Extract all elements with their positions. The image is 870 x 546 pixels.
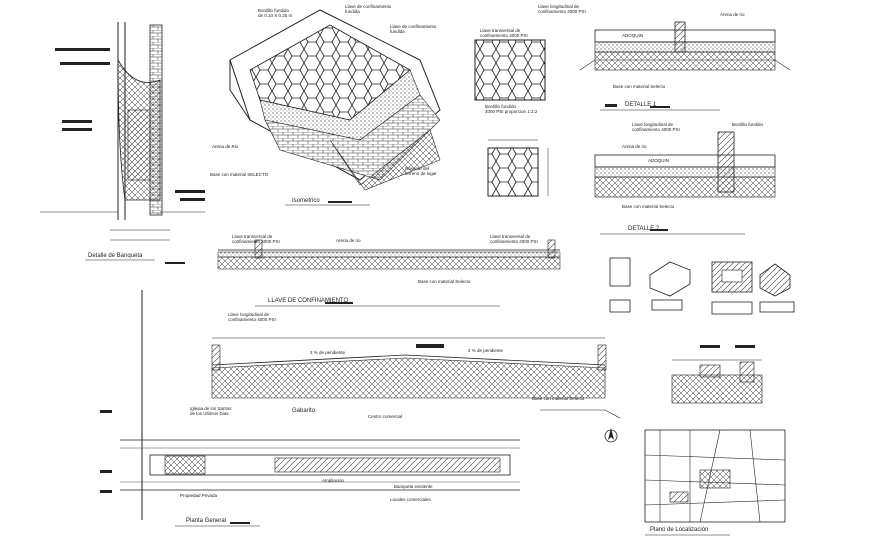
paver-details-row <box>609 257 795 315</box>
arena-rio-left-label: Arena de Rio <box>212 144 239 149</box>
detail-curb-small <box>671 345 763 404</box>
planta-general-title: Planta General <box>186 518 226 524</box>
north-arrow-icon <box>604 428 618 443</box>
plano-localizacion-title: Plano de Localización <box>650 527 708 533</box>
pendiente-left-label: 2 % de pendiente <box>310 350 346 355</box>
arena-rio-top-right-label: Arena de rio <box>720 12 745 17</box>
pendiente-right-label: 2 % de pendiente <box>468 348 504 353</box>
base-material-label: Base con material SELECTO <box>210 172 269 177</box>
paver-plan-square <box>487 139 549 197</box>
base-selecto-section-label: Base con material Selecto <box>532 396 585 401</box>
base-selecto-2-label: Base con material Selecto <box>622 204 675 209</box>
arena-rio-2-label: Arena de rio <box>622 144 647 149</box>
plano-localizacion: Plano de Localización <box>644 429 786 536</box>
locales-comerciales-label: Locales comerciales <box>390 497 432 502</box>
detalle2-title: DETALLE 2 <box>628 226 660 232</box>
base-selecto-1-label: Base con material Selecto <box>613 84 666 89</box>
llave-de-confinamiento-title: LLAVE DE CONFINAMIENTO <box>268 298 348 304</box>
ampliacion-label: Ampliación <box>322 478 345 483</box>
arena-rio-long-label: Arena de rio <box>336 238 361 243</box>
bordillo-fundido-2-label: Bordillo fundido <box>732 122 764 127</box>
adoquin-2-label: ADOQUIN <box>648 158 669 163</box>
isometrico-title: Isometrico <box>292 198 320 204</box>
detalle-banqueta-title: Detalle de Banqueta <box>88 253 143 259</box>
adoquin-1-label: ADOQUIN <box>622 33 643 38</box>
detalle1-title: DETALLE 1 <box>625 102 657 108</box>
centro-comercial-label: Centro comercial <box>368 414 402 419</box>
base-selecto-long-label: Base con material Selecto <box>418 279 471 284</box>
propiedad-privada-label: Propiedad Privada <box>180 493 218 498</box>
gabarito-label: Gabarito <box>292 408 316 414</box>
banqueta-existente-label: Banqueta existente <box>394 484 433 489</box>
detalle-banqueta: Detalle de Banqueta <box>40 22 205 264</box>
